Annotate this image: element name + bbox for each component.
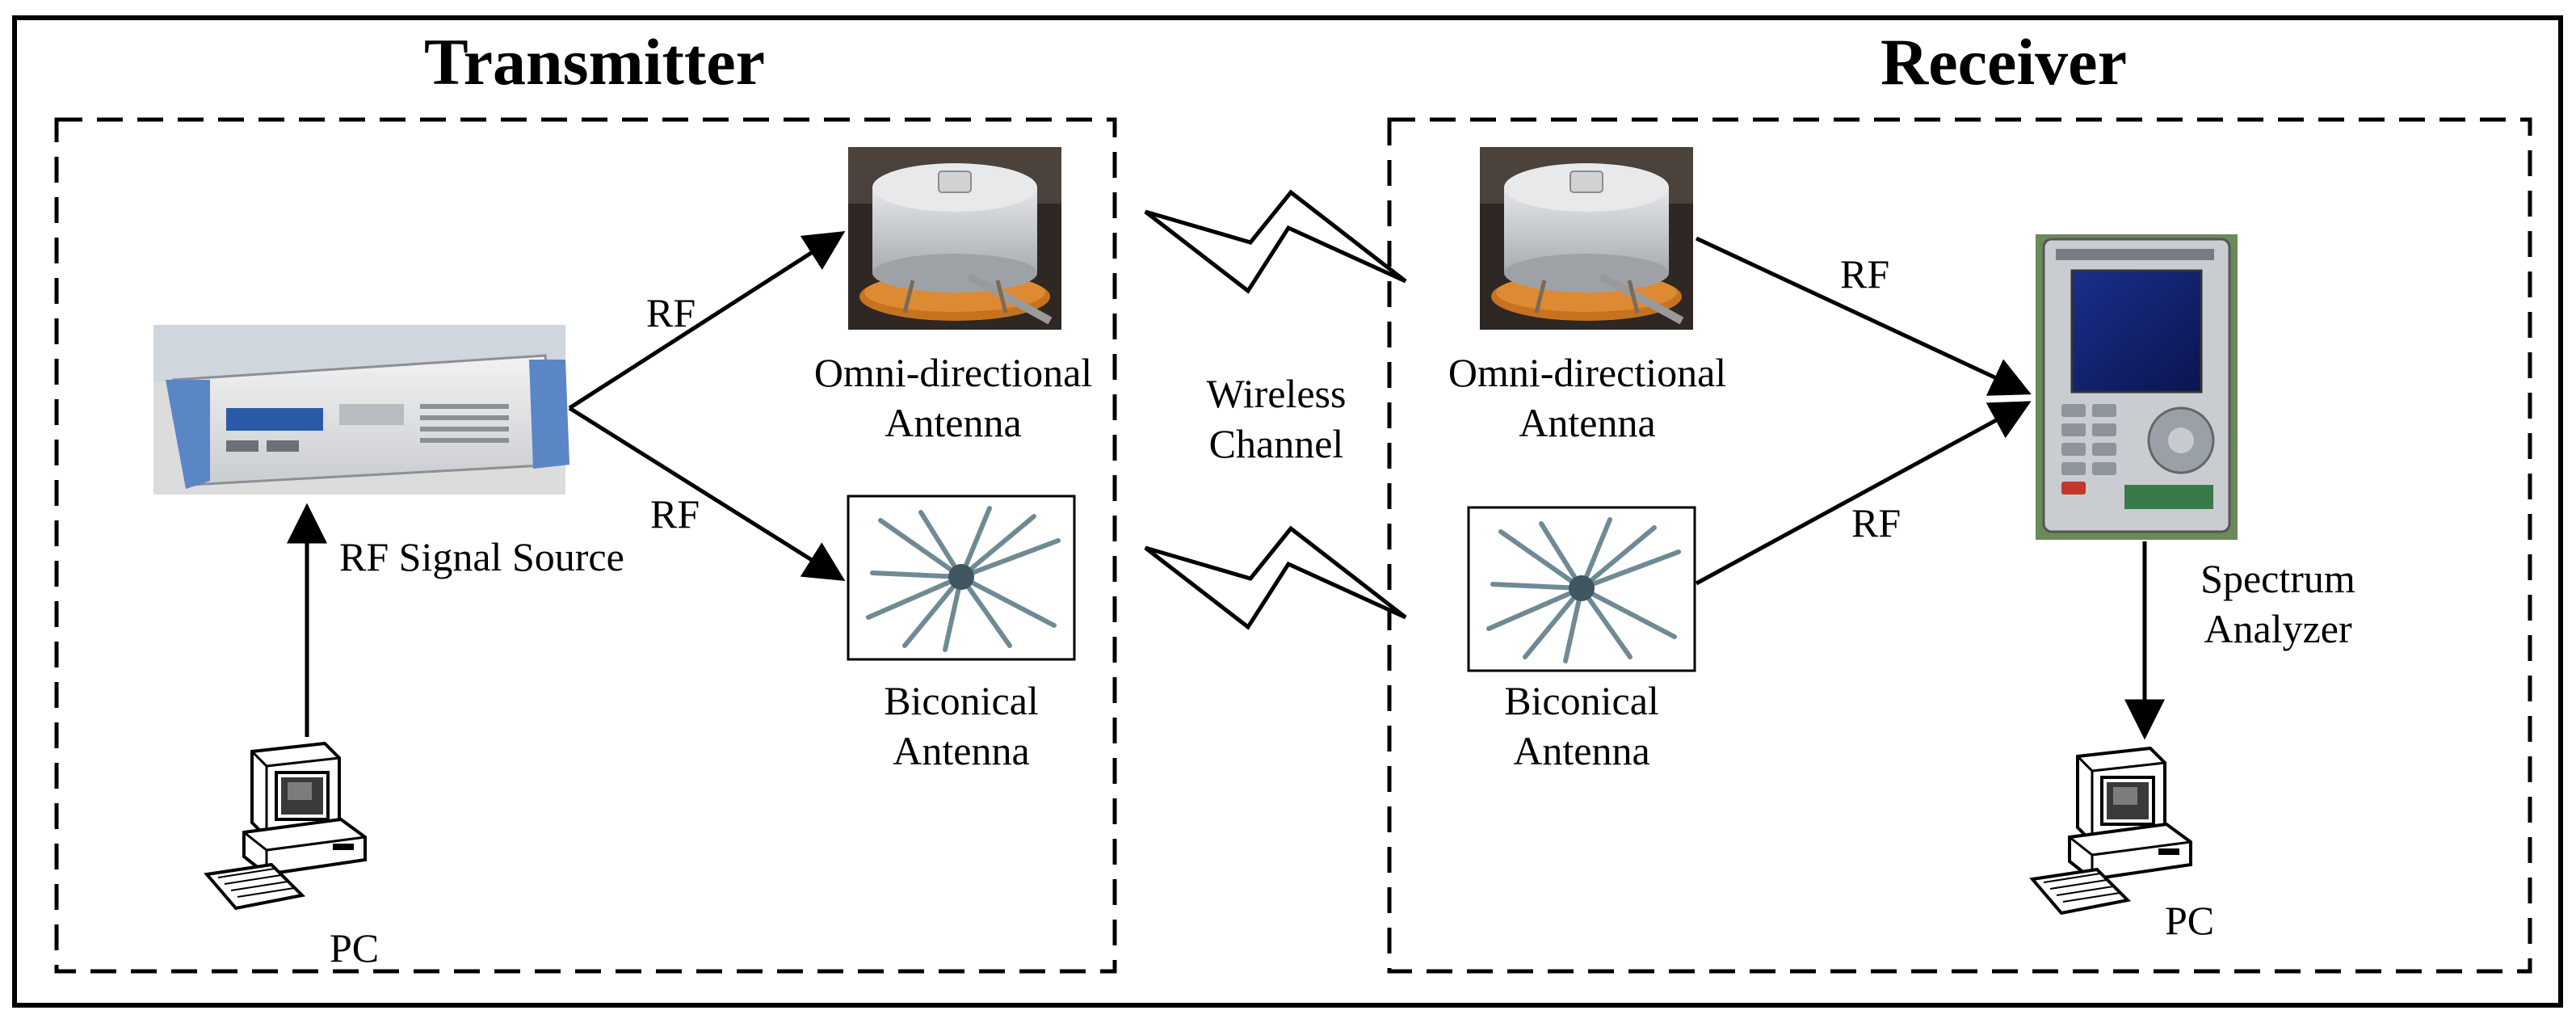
- wireless-channel-line1: Wireless: [1206, 371, 1347, 416]
- omni-directional-antenna-tx-icon: [848, 147, 1061, 330]
- bicon-rx-label-line1: Biconical: [1504, 678, 1659, 723]
- rf-label-rx-upper: RF: [1840, 251, 1890, 297]
- transmitter-title: Transmitter: [424, 25, 766, 99]
- pc-rx-icon: [2031, 747, 2192, 915]
- receiver-title: Receiver: [1881, 25, 2127, 99]
- omni-tx-label: Omni-directional Antenna: [792, 347, 1115, 448]
- omni-tx-label-line1: Omni-directional: [813, 350, 1093, 395]
- bicon-tx-label-line1: Biconical: [884, 678, 1039, 723]
- wireless-channel-label: Wireless Channel: [1163, 368, 1389, 469]
- rf-signal-source-label: RF Signal Source: [339, 534, 624, 579]
- omni-tx-label-line2: Antenna: [885, 400, 1022, 445]
- rf-signal-source-icon: [153, 325, 569, 495]
- arrow-biconical-to-analyzer: [1695, 401, 2032, 586]
- arrow-source-to-omni: [568, 230, 846, 410]
- spectrum-analyzer-label: Spectrum Analyzer: [2173, 554, 2383, 654]
- wireless-lower-icon: [1144, 525, 1407, 630]
- wireless-upper-icon: [1144, 189, 1407, 294]
- bicon-rx-label-line2: Antenna: [1513, 728, 1650, 773]
- omni-rx-label-line1: Omni-directional: [1448, 350, 1727, 395]
- wireless-channel-line2: Channel: [1208, 421, 1344, 466]
- biconical-antenna-rx-icon: [1469, 507, 1695, 671]
- outer-frame: [12, 15, 2563, 1008]
- omni-rx-label-line2: Antenna: [1519, 400, 1656, 445]
- arrow-source-to-biconical: [568, 406, 846, 581]
- omni-directional-antenna-rx-icon: [1480, 147, 1693, 330]
- signal-arrows: [287, 230, 2165, 740]
- rf-label-tx-upper: RF: [646, 290, 696, 335]
- transmitter-box: [54, 117, 1117, 974]
- pc-rx-label: PC: [2165, 898, 2215, 943]
- bicon-tx-label-line2: Antenna: [893, 728, 1030, 773]
- spectrum-analyzer-line1: Spectrum: [2200, 556, 2355, 601]
- pc-tx-icon: [205, 742, 367, 910]
- rf-label-rx-lower: RF: [1851, 500, 1902, 545]
- rf-label-tx-lower: RF: [650, 491, 700, 537]
- biconical-antenna-tx-icon: [848, 496, 1074, 659]
- receiver-box: [1387, 117, 2532, 974]
- arrow-omni-to-analyzer: [1695, 236, 2032, 396]
- pc-tx-label: PC: [330, 925, 380, 970]
- omni-rx-label: Omni-directional Antenna: [1426, 347, 1749, 448]
- spectrum-analyzer-line2: Analyzer: [2204, 606, 2352, 651]
- bicon-rx-label: Biconical Antenna: [1469, 676, 1695, 776]
- bicon-tx-label: Biconical Antenna: [848, 676, 1074, 776]
- spectrum-analyzer-icon: [2036, 234, 2238, 540]
